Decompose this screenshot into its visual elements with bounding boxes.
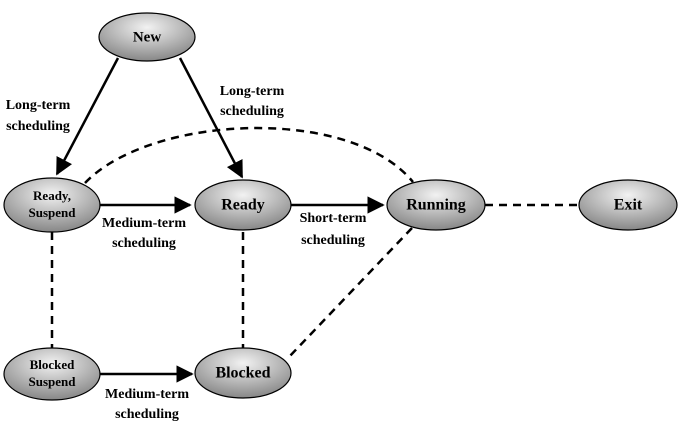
label-long-term-left-line1: Long-term xyxy=(6,98,71,113)
node-blocked-suspend-label-line2: Suspend xyxy=(29,374,77,389)
node-blocked-suspend: Blocked Suspend xyxy=(3,347,101,401)
node-ready-suspend: Ready, Suspend xyxy=(3,177,101,233)
node-new: New xyxy=(98,12,196,62)
label-long-term-right-line2: scheduling xyxy=(220,104,284,119)
node-exit: Exit xyxy=(578,179,678,231)
edge-new-to-ready-suspend xyxy=(55,57,120,176)
node-ready-suspend-label-line2: Suspend xyxy=(29,205,77,220)
node-running: Running xyxy=(386,179,486,231)
node-ready-label: Ready xyxy=(221,197,265,214)
node-new-label: New xyxy=(133,29,161,45)
label-short-term-line2: scheduling xyxy=(301,233,365,248)
label-medium-term-bottom-line1: Medium-term xyxy=(105,387,189,402)
label-medium-term-top-line2: scheduling xyxy=(112,236,176,251)
node-ready-suspend-label-line1: Ready, xyxy=(33,188,71,203)
label-medium-term-top-line1: Medium-term xyxy=(102,216,186,231)
node-ready: Ready xyxy=(194,179,292,231)
node-blocked-suspend-label-line1: Blocked xyxy=(30,357,76,372)
node-exit-label: Exit xyxy=(614,197,643,214)
node-blocked: Blocked xyxy=(194,347,292,399)
edge-new-to-ready xyxy=(178,57,244,179)
label-medium-term-bottom-line2: scheduling xyxy=(115,407,179,422)
node-blocked-label: Blocked xyxy=(215,365,270,382)
node-running-label: Running xyxy=(406,197,466,214)
edge-ready-suspend-to-running-curve xyxy=(84,126,414,184)
label-short-term-line1: Short-term xyxy=(300,211,367,226)
edge-running-to-blocked xyxy=(287,227,413,359)
label-long-term-right-line1: Long-term xyxy=(220,84,285,99)
label-long-term-left-line2: scheduling xyxy=(6,119,70,134)
